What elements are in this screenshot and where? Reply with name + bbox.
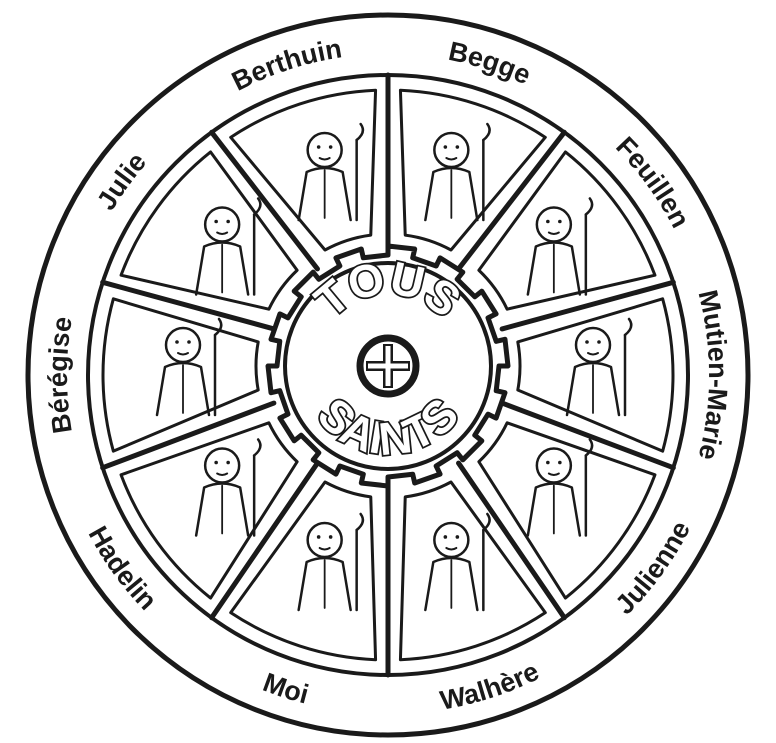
saint-panel: [477, 421, 657, 600]
center-disc: [283, 261, 493, 471]
figures-group: [155, 122, 633, 612]
center-hub: TOUS SAINTS: [265, 243, 511, 489]
saint-panel: [516, 297, 675, 453]
wheel-spoke: [499, 279, 676, 332]
saint-figure: [194, 197, 262, 296]
wheel-spoke: [209, 129, 320, 272]
saint-figure: [526, 197, 594, 296]
saint-figure: [424, 122, 491, 222]
wheel-spoke: [456, 129, 567, 272]
outer-ring: [25, 12, 751, 738]
wheel-spoke: [456, 460, 567, 621]
saint-panel: [398, 480, 547, 662]
saint-figure: [565, 317, 633, 417]
saint-figure: [424, 512, 491, 612]
saint-panel: [229, 480, 378, 662]
wheel-spoke: [209, 460, 320, 621]
saint-figure: [297, 512, 365, 612]
wheel-spoke: [100, 279, 277, 332]
saint-name-label: Julienne: [609, 516, 696, 620]
saint-figure: [194, 438, 262, 537]
wheel-spoke: [100, 400, 277, 471]
saint-name-label: Bérégise: [43, 314, 78, 435]
wheel-spoke: [499, 400, 676, 471]
saint-name-label: Moi: [259, 667, 311, 710]
cross-in-circle-icon: [356, 334, 420, 398]
saint-panel: [398, 88, 547, 252]
saint-panel: [229, 88, 378, 252]
saint-figure: [155, 317, 223, 417]
panels-group: [101, 88, 675, 662]
saint-panel: [101, 297, 260, 453]
saint-name-label: Mutien-Marie: [692, 287, 733, 463]
gear-rim: [265, 243, 511, 489]
saint-figure: [526, 438, 594, 537]
saint-panel: [119, 421, 299, 600]
saint-panel: [477, 150, 657, 311]
saint-name-label: Feuillen: [610, 131, 695, 233]
saint-figure: [297, 122, 365, 222]
saint-panel: [119, 150, 299, 311]
spokes-group: [100, 72, 676, 678]
